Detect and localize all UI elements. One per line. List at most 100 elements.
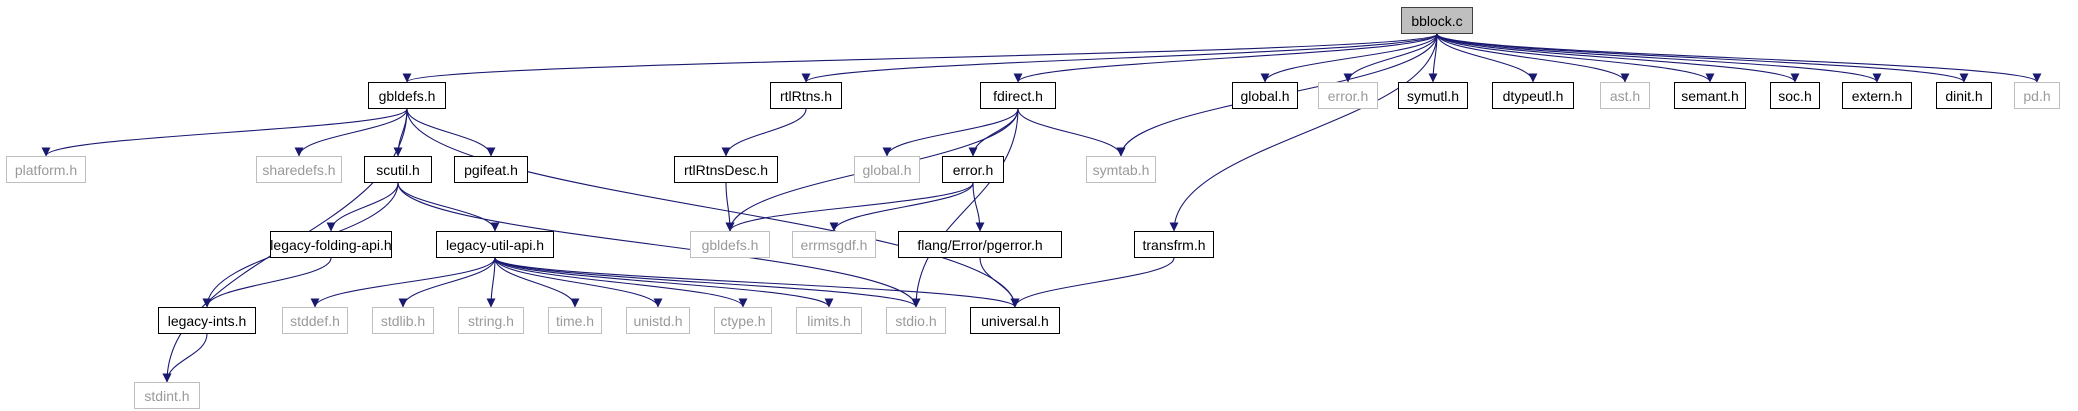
edge-legacy-util-h-to-stddef-h <box>310 257 496 308</box>
node-label: bblock.c <box>1411 12 1463 29</box>
edge-error-h-to-pgerror-h <box>972 182 985 232</box>
node-label: legacy-util-api.h <box>445 236 545 253</box>
node-limits-h: limits.h <box>796 307 862 334</box>
node-label: string.h <box>468 312 514 329</box>
node-soc-h[interactable]: soc.h <box>1770 82 1820 109</box>
node-symutl-h[interactable]: symutl.h <box>1398 82 1468 109</box>
node-pgifeat-h[interactable]: pgifeat.h <box>454 156 528 183</box>
node-label: errmsgdf.h <box>800 236 868 253</box>
edge-rtlRtns-h-to-rtlRtnsDesc-h <box>721 108 807 157</box>
edge-bblock-c-to-rtlRtns-h <box>801 33 1438 83</box>
dependency-edges <box>41 33 2042 383</box>
node-dinit-h[interactable]: dinit.h <box>1936 82 1992 109</box>
node-label: stdlib.h <box>380 312 426 329</box>
edge-bblock-c-to-global-h <box>1260 33 1438 83</box>
edge-legacy-util-h-to-stdio-h <box>494 257 921 308</box>
node-label: symtab.h <box>1092 161 1150 178</box>
edge-legacy-ints-h-to-stdint-h <box>162 333 208 383</box>
node-label: transfrm.h <box>1142 236 1206 253</box>
node-label: flang/Error/pgerror.h <box>917 236 1043 253</box>
node-time-h: time.h <box>548 307 602 334</box>
node-label: sharedefs.h <box>262 161 336 178</box>
node-legacy-ints-h[interactable]: legacy-ints.h <box>158 307 256 334</box>
edge-bblock-c-to-error-h-top <box>1343 33 1438 83</box>
node-extern-h[interactable]: extern.h <box>1842 82 1912 109</box>
node-label: rtlRtns.h <box>779 87 833 104</box>
node-bblock-c[interactable]: bblock.c <box>1401 7 1473 34</box>
edge-error-h-to-errmsgdf-h <box>829 182 974 232</box>
node-gbldefs-h-2: gbldefs.h <box>690 231 770 258</box>
node-stdio-h: stdio.h <box>886 307 946 334</box>
edge-gbldefs-h-to-sharedefs-h <box>294 108 408 157</box>
node-transfrm-h[interactable]: transfrm.h <box>1134 231 1214 258</box>
node-label: stdint.h <box>144 387 190 404</box>
node-ast-h: ast.h <box>1600 82 1650 109</box>
edge-gbldefs-h-to-pgifeat-h <box>406 108 496 157</box>
edge-scutil-h-to-legacy-util-h <box>397 182 500 232</box>
node-label: semant.h <box>1681 87 1739 104</box>
node-unistd-h: unistd.h <box>626 307 690 334</box>
node-label: error.h <box>1327 87 1369 104</box>
node-pd-h: pd.h <box>2014 82 2060 109</box>
node-label: scutil.h <box>376 161 420 178</box>
edge-bblock-c-to-pd-h <box>1436 33 2042 83</box>
edge-bblock-c-to-ast-h <box>1436 33 1630 83</box>
edge-bblock-c-to-semant-h <box>1436 33 1715 83</box>
node-ctype-h: ctype.h <box>714 307 772 334</box>
edge-error-h-to-gbldefs-h-2 <box>725 182 974 232</box>
node-label: stddef.h <box>290 312 340 329</box>
node-stddef-h: stddef.h <box>282 307 348 334</box>
edge-fdirect-h-to-error-h <box>968 108 1019 157</box>
node-label: legacy-ints.h <box>167 312 247 329</box>
edge-fdirect-h-to-global-h-2 <box>882 108 1019 157</box>
node-label: time.h <box>555 312 595 329</box>
node-label: dinit.h <box>1945 87 1983 104</box>
node-universal-h[interactable]: universal.h <box>970 307 1060 334</box>
node-label: gbldefs.h <box>701 236 759 253</box>
node-fdirect-h[interactable]: fdirect.h <box>980 82 1056 109</box>
edge-rtlRtnsDesc-h-to-gbldefs-h-2 <box>725 182 735 232</box>
node-legacy-folding-h[interactable]: legacy-folding-api.h <box>270 231 392 258</box>
edge-bblock-c-to-extern-h <box>1436 33 1882 83</box>
node-pgerror-h[interactable]: flang/Error/pgerror.h <box>898 231 1062 258</box>
edge-scutil-h-to-legacy-folding-h <box>326 182 399 232</box>
node-label: legacy-folding-api.h <box>270 236 392 253</box>
node-stdlib-h: stdlib.h <box>372 307 434 334</box>
node-label: global.h <box>1240 87 1290 104</box>
node-error-h[interactable]: error.h <box>942 156 1004 183</box>
edge-legacy-util-h-to-time-h <box>494 257 580 308</box>
node-sharedefs-h: sharedefs.h <box>256 156 342 183</box>
node-label: error.h <box>952 161 994 178</box>
edge-fdirect-h-to-stdio-h <box>911 108 1019 308</box>
node-semant-h[interactable]: semant.h <box>1674 82 1746 109</box>
node-global-h[interactable]: global.h <box>1232 82 1298 109</box>
edge-legacy-folding-h-to-legacy-ints-h <box>202 257 332 308</box>
edge-bblock-c-to-dtypeutl-h <box>1436 33 1538 83</box>
node-legacy-util-h[interactable]: legacy-util-api.h <box>436 231 554 258</box>
edge-bblock-c-to-gbldefs-h <box>402 33 1438 83</box>
edge-legacy-util-h-to-stdlib-h <box>398 257 496 308</box>
edge-gbldefs-h-to-platform-h <box>41 108 408 157</box>
node-error-h-top: error.h <box>1318 82 1378 109</box>
node-label: limits.h <box>807 312 851 329</box>
edge-legacy-util-h-to-ctype-h <box>494 257 748 308</box>
node-label: symutl.h <box>1406 87 1460 104</box>
edge-legacy-util-h-to-unistd-h <box>494 257 663 308</box>
node-scutil-h[interactable]: scutil.h <box>364 156 432 183</box>
node-label: extern.h <box>1851 87 1903 104</box>
node-symtab-h: symtab.h <box>1086 156 1156 183</box>
node-rtlRtns-h[interactable]: rtlRtns.h <box>770 82 842 109</box>
node-label: universal.h <box>981 312 1049 329</box>
node-dtypeutl-h[interactable]: dtypeutl.h <box>1492 82 1574 109</box>
node-label: pd.h <box>2023 87 2051 104</box>
edge-legacy-util-h-to-limits-h <box>494 257 834 308</box>
node-rtlRtnsDesc-h[interactable]: rtlRtnsDesc.h <box>674 156 778 183</box>
edge-transfrm-h-to-universal-h <box>1010 257 1175 308</box>
node-label: ast.h <box>1609 87 1641 104</box>
node-label: stdio.h <box>895 312 937 329</box>
node-label: fdirect.h <box>993 87 1043 104</box>
edge-legacy-util-h-to-string-h <box>486 257 496 308</box>
node-gbldefs-h[interactable]: gbldefs.h <box>368 82 446 109</box>
node-label: unistd.h <box>633 312 683 329</box>
